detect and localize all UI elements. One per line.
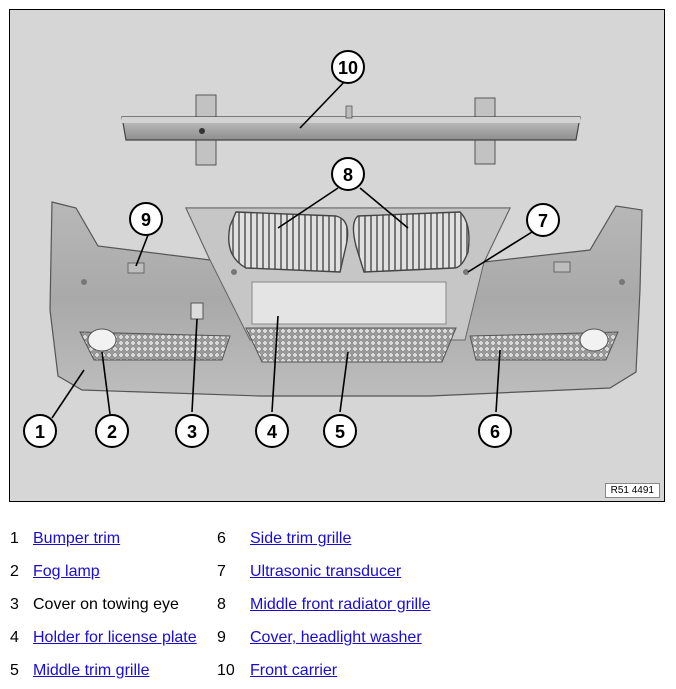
legend-number: 2 xyxy=(10,563,19,580)
legend-text-cover-towing-eye: Cover on towing eye xyxy=(33,596,179,613)
svg-text:10: 10 xyxy=(338,58,358,78)
legend-link-bumper-trim[interactable]: Bumper trim xyxy=(33,530,121,547)
kidney-grille-part xyxy=(228,211,470,273)
svg-text:5: 5 xyxy=(335,422,345,442)
callout-2: 2 xyxy=(95,414,129,448)
callout-5: 5 xyxy=(323,414,357,448)
leader-lines xyxy=(51,77,533,419)
callout-7: 7 xyxy=(526,203,560,237)
legend-number: 5 xyxy=(10,662,19,679)
legend-link-side-trim-grille[interactable]: Side trim grille xyxy=(250,530,352,547)
svg-text:4: 4 xyxy=(267,422,277,442)
callout-3: 3 xyxy=(175,414,209,448)
callout-1: 1 xyxy=(23,414,57,448)
legend-number: 8 xyxy=(217,596,226,613)
legend-number: 9 xyxy=(217,629,226,646)
legend-number: 7 xyxy=(217,563,226,580)
svg-text:1: 1 xyxy=(35,422,45,442)
svg-text:7: 7 xyxy=(538,211,548,231)
callout-4: 4 xyxy=(255,414,289,448)
callout-6: 6 xyxy=(478,414,512,448)
figure-reference-code: R51 4491 xyxy=(604,483,660,498)
legend-number: 1 xyxy=(10,530,19,547)
legend-number: 6 xyxy=(217,530,226,547)
callout-8: 8 xyxy=(331,157,365,191)
legend-link-front-carrier[interactable]: Front carrier xyxy=(250,662,338,679)
svg-text:9: 9 xyxy=(141,210,151,230)
svg-text:8: 8 xyxy=(343,165,353,185)
svg-text:2: 2 xyxy=(107,422,117,442)
exploded-diagram: 10 8 9 7 1 2 3 4 5 6 R51 4491 xyxy=(9,9,665,502)
legend-number: 3 xyxy=(10,596,19,613)
svg-text:3: 3 xyxy=(187,422,197,442)
svg-text:6: 6 xyxy=(490,422,500,442)
legend-number: 4 xyxy=(10,629,19,646)
legend-number: 10 xyxy=(217,662,235,679)
callout-10: 10 xyxy=(331,50,365,84)
legend-link-license-holder[interactable]: Holder for license plate xyxy=(33,629,197,646)
legend-link-headlight-washer[interactable]: Cover, headlight washer xyxy=(250,629,422,646)
callout-9: 9 xyxy=(129,202,163,236)
legend-link-radiator-grille[interactable]: Middle front radiator grille xyxy=(250,596,431,613)
legend-link-ultrasonic-transducer[interactable]: Ultrasonic transducer xyxy=(250,563,402,580)
front-carrier-part xyxy=(121,94,581,166)
legend-link-fog-lamp[interactable]: Fog lamp xyxy=(33,563,100,580)
legend-link-middle-trim-grille[interactable]: Middle trim grille xyxy=(33,662,150,679)
bumper-illustration: 10 8 9 7 1 2 3 4 5 6 xyxy=(23,50,643,448)
